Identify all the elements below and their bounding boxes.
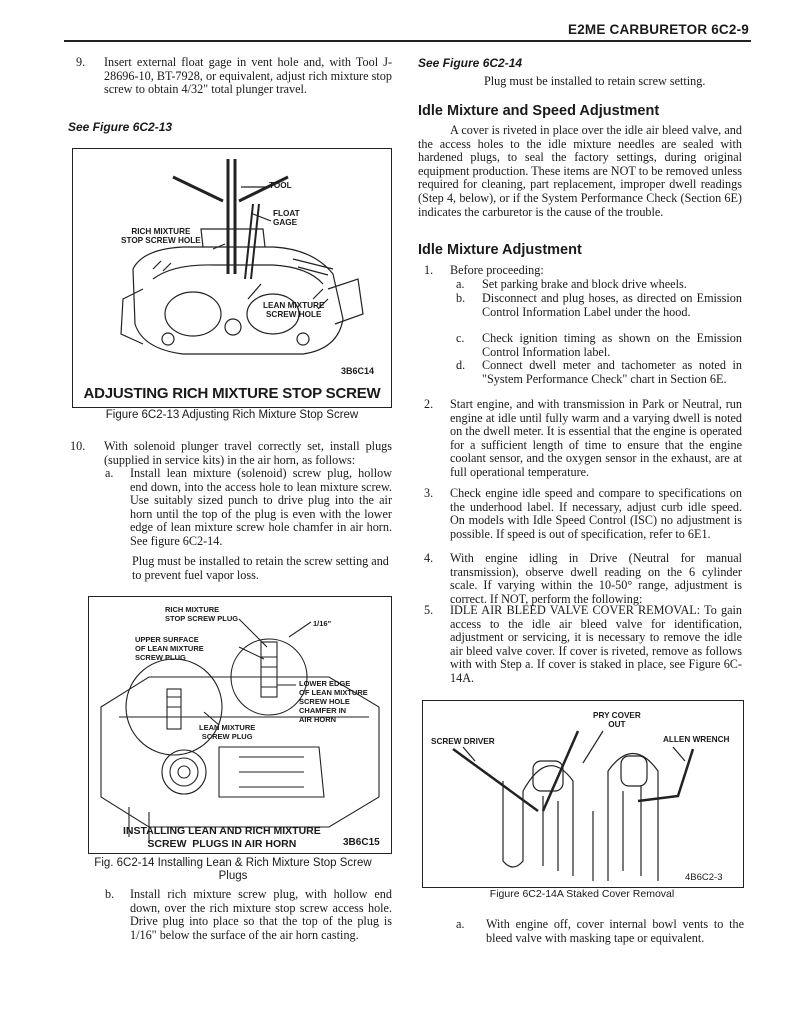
step-2: 2. Start engine, and with transmission i… bbox=[424, 397, 742, 479]
step-10: 10. With solenoid plunger travel correct… bbox=[70, 439, 392, 467]
step-5-text: IDLE AIR BLEED VALVE COVER REMOVAL: To g… bbox=[450, 603, 742, 685]
label-tool: TOOL bbox=[269, 181, 292, 190]
step-10b: b. Install rich mixture screw plug, with… bbox=[105, 887, 392, 942]
step-1: 1. Before proceeding: bbox=[424, 263, 742, 278]
step-4: 4. With engine idling in Drive (Neutral … bbox=[424, 551, 742, 606]
step-4-text: With engine idling in Drive (Neutral for… bbox=[450, 551, 742, 606]
page-header-title: E2ME CARBURETOR 6C2-9 bbox=[568, 22, 749, 37]
step-10a-text: Install lean mixture (solenoid) screw pl… bbox=[130, 466, 392, 548]
figure-14-caption: Fig. 6C2-14 Installing Lean & Rich Mixtu… bbox=[94, 857, 372, 882]
figure-13-code: 3B6C14 bbox=[341, 366, 375, 376]
figure-13-title: ADJUSTING RICH MIXTURE STOP SCREW bbox=[83, 385, 381, 402]
step-5a-text: With engine off, cover internal bowl ven… bbox=[486, 917, 744, 945]
figure-14-title: INSTALLING LEAN AND RICH MIXTURE SCREW P… bbox=[123, 825, 321, 850]
plug-note: Plug must be installed to retain the scr… bbox=[132, 554, 389, 582]
paragraph-cover: A cover is riveted in place over the idl… bbox=[418, 123, 742, 219]
figure-14a-illustration bbox=[452, 730, 695, 881]
step-1b: b. Disconnect and plug hoses, as directe… bbox=[456, 291, 742, 319]
label-rich-plug: RICH MIXTURE STOP SCREW PLUG bbox=[165, 605, 239, 623]
figure-13-illustration bbox=[120, 159, 364, 355]
step-1c-text: Check ignition timing as shown on the Em… bbox=[482, 331, 742, 359]
label-lean-plug: LEAN MIXTURE SCREW PLUG bbox=[199, 723, 256, 741]
label-lower-edge: LOWER EDGE OF LEAN MIXTURE SCREW HOLE CH… bbox=[299, 679, 368, 724]
see-figure-14: See Figure 6C2-14 bbox=[418, 56, 523, 70]
step-10a: a. Install lean mixture (solenoid) screw… bbox=[105, 466, 392, 548]
label-screw-driver: SCREW DRIVER bbox=[431, 737, 495, 746]
step-5: 5. IDLE AIR BLEED VALVE COVER REMOVAL: T… bbox=[424, 603, 742, 685]
step-1d-text: Connect dwell meter and tachometer as no… bbox=[482, 358, 742, 386]
figure-14a-code: 4B6C2-3 bbox=[685, 872, 723, 883]
figure-14a-caption: Figure 6C2-14A Staked Cover Removal bbox=[489, 888, 675, 900]
heading-idle-mixture: Idle Mixture Adjustment bbox=[418, 242, 582, 258]
figure-13-caption: Figure 6C2-13 Adjusting Rich Mixture Sto… bbox=[105, 409, 359, 421]
step-1d: d. Connect dwell meter and tachometer as… bbox=[456, 358, 742, 386]
label-allen-wrench: ALLEN WRENCH bbox=[663, 735, 730, 744]
step-9-text: Insert external float gage in vent hole … bbox=[104, 55, 392, 97]
step-1a-text: Set parking brake and block drive wheels… bbox=[482, 277, 687, 291]
step-3: 3. Check engine idle speed and compare t… bbox=[424, 486, 742, 541]
see-figure-13: See Figure 6C2-13 bbox=[68, 120, 173, 134]
step-1c: c. Check ignition timing as shown on the… bbox=[456, 331, 742, 359]
figure-6c2-14a: PRY COVER OUT SCREW DRIVER ALLEN WRENCH … bbox=[422, 700, 744, 888]
label-rich-mixture-hole: RICH MIXTURE STOP SCREW HOLE bbox=[121, 227, 201, 245]
step-1-text: Before proceeding: bbox=[450, 263, 544, 277]
label-float-gage: FLOAT GAGE bbox=[273, 209, 300, 227]
label-pry-cover: PRY COVER OUT bbox=[593, 711, 641, 729]
figure-6c2-14: RICH MIXTURE STOP SCREW PLUG 1/16" UPPER… bbox=[88, 596, 392, 854]
label-lean-mixture-hole: LEAN MIXTURE SCREW HOLE bbox=[263, 301, 325, 319]
step-1b-text: Disconnect and plug hoses, as directed o… bbox=[482, 291, 742, 319]
label-one-sixteenth: 1/16" bbox=[313, 619, 332, 628]
header-rule bbox=[64, 40, 751, 42]
figure-14-code: 3B6C15 bbox=[343, 837, 380, 848]
label-upper-surface: UPPER SURFACE OF LEAN MIXTURE SCREW PLUG bbox=[135, 635, 204, 662]
step-3-text: Check engine idle speed and compare to s… bbox=[450, 486, 742, 541]
plug-retain-note: Plug must be installed to retain screw s… bbox=[484, 74, 706, 88]
step-10b-text: Install rich mixture screw plug, with ho… bbox=[130, 887, 392, 942]
step-2-text: Start engine, and with transmission in P… bbox=[450, 397, 742, 479]
step-5a: a. With engine off, cover internal bowl … bbox=[456, 917, 744, 945]
figure-6c2-13: TOOL FLOAT GAGE RICH MIXTURE STOP SCREW … bbox=[72, 148, 392, 408]
figure-14-illustration bbox=[100, 618, 380, 842]
step-10-text: With solenoid plunger travel correctly s… bbox=[104, 439, 392, 467]
step-1a: a. Set parking brake and block drive whe… bbox=[456, 277, 742, 292]
heading-idle-mixture-speed: Idle Mixture and Speed Adjustment bbox=[418, 103, 660, 119]
step-9: 9. Insert external float gage in vent ho… bbox=[76, 55, 392, 97]
